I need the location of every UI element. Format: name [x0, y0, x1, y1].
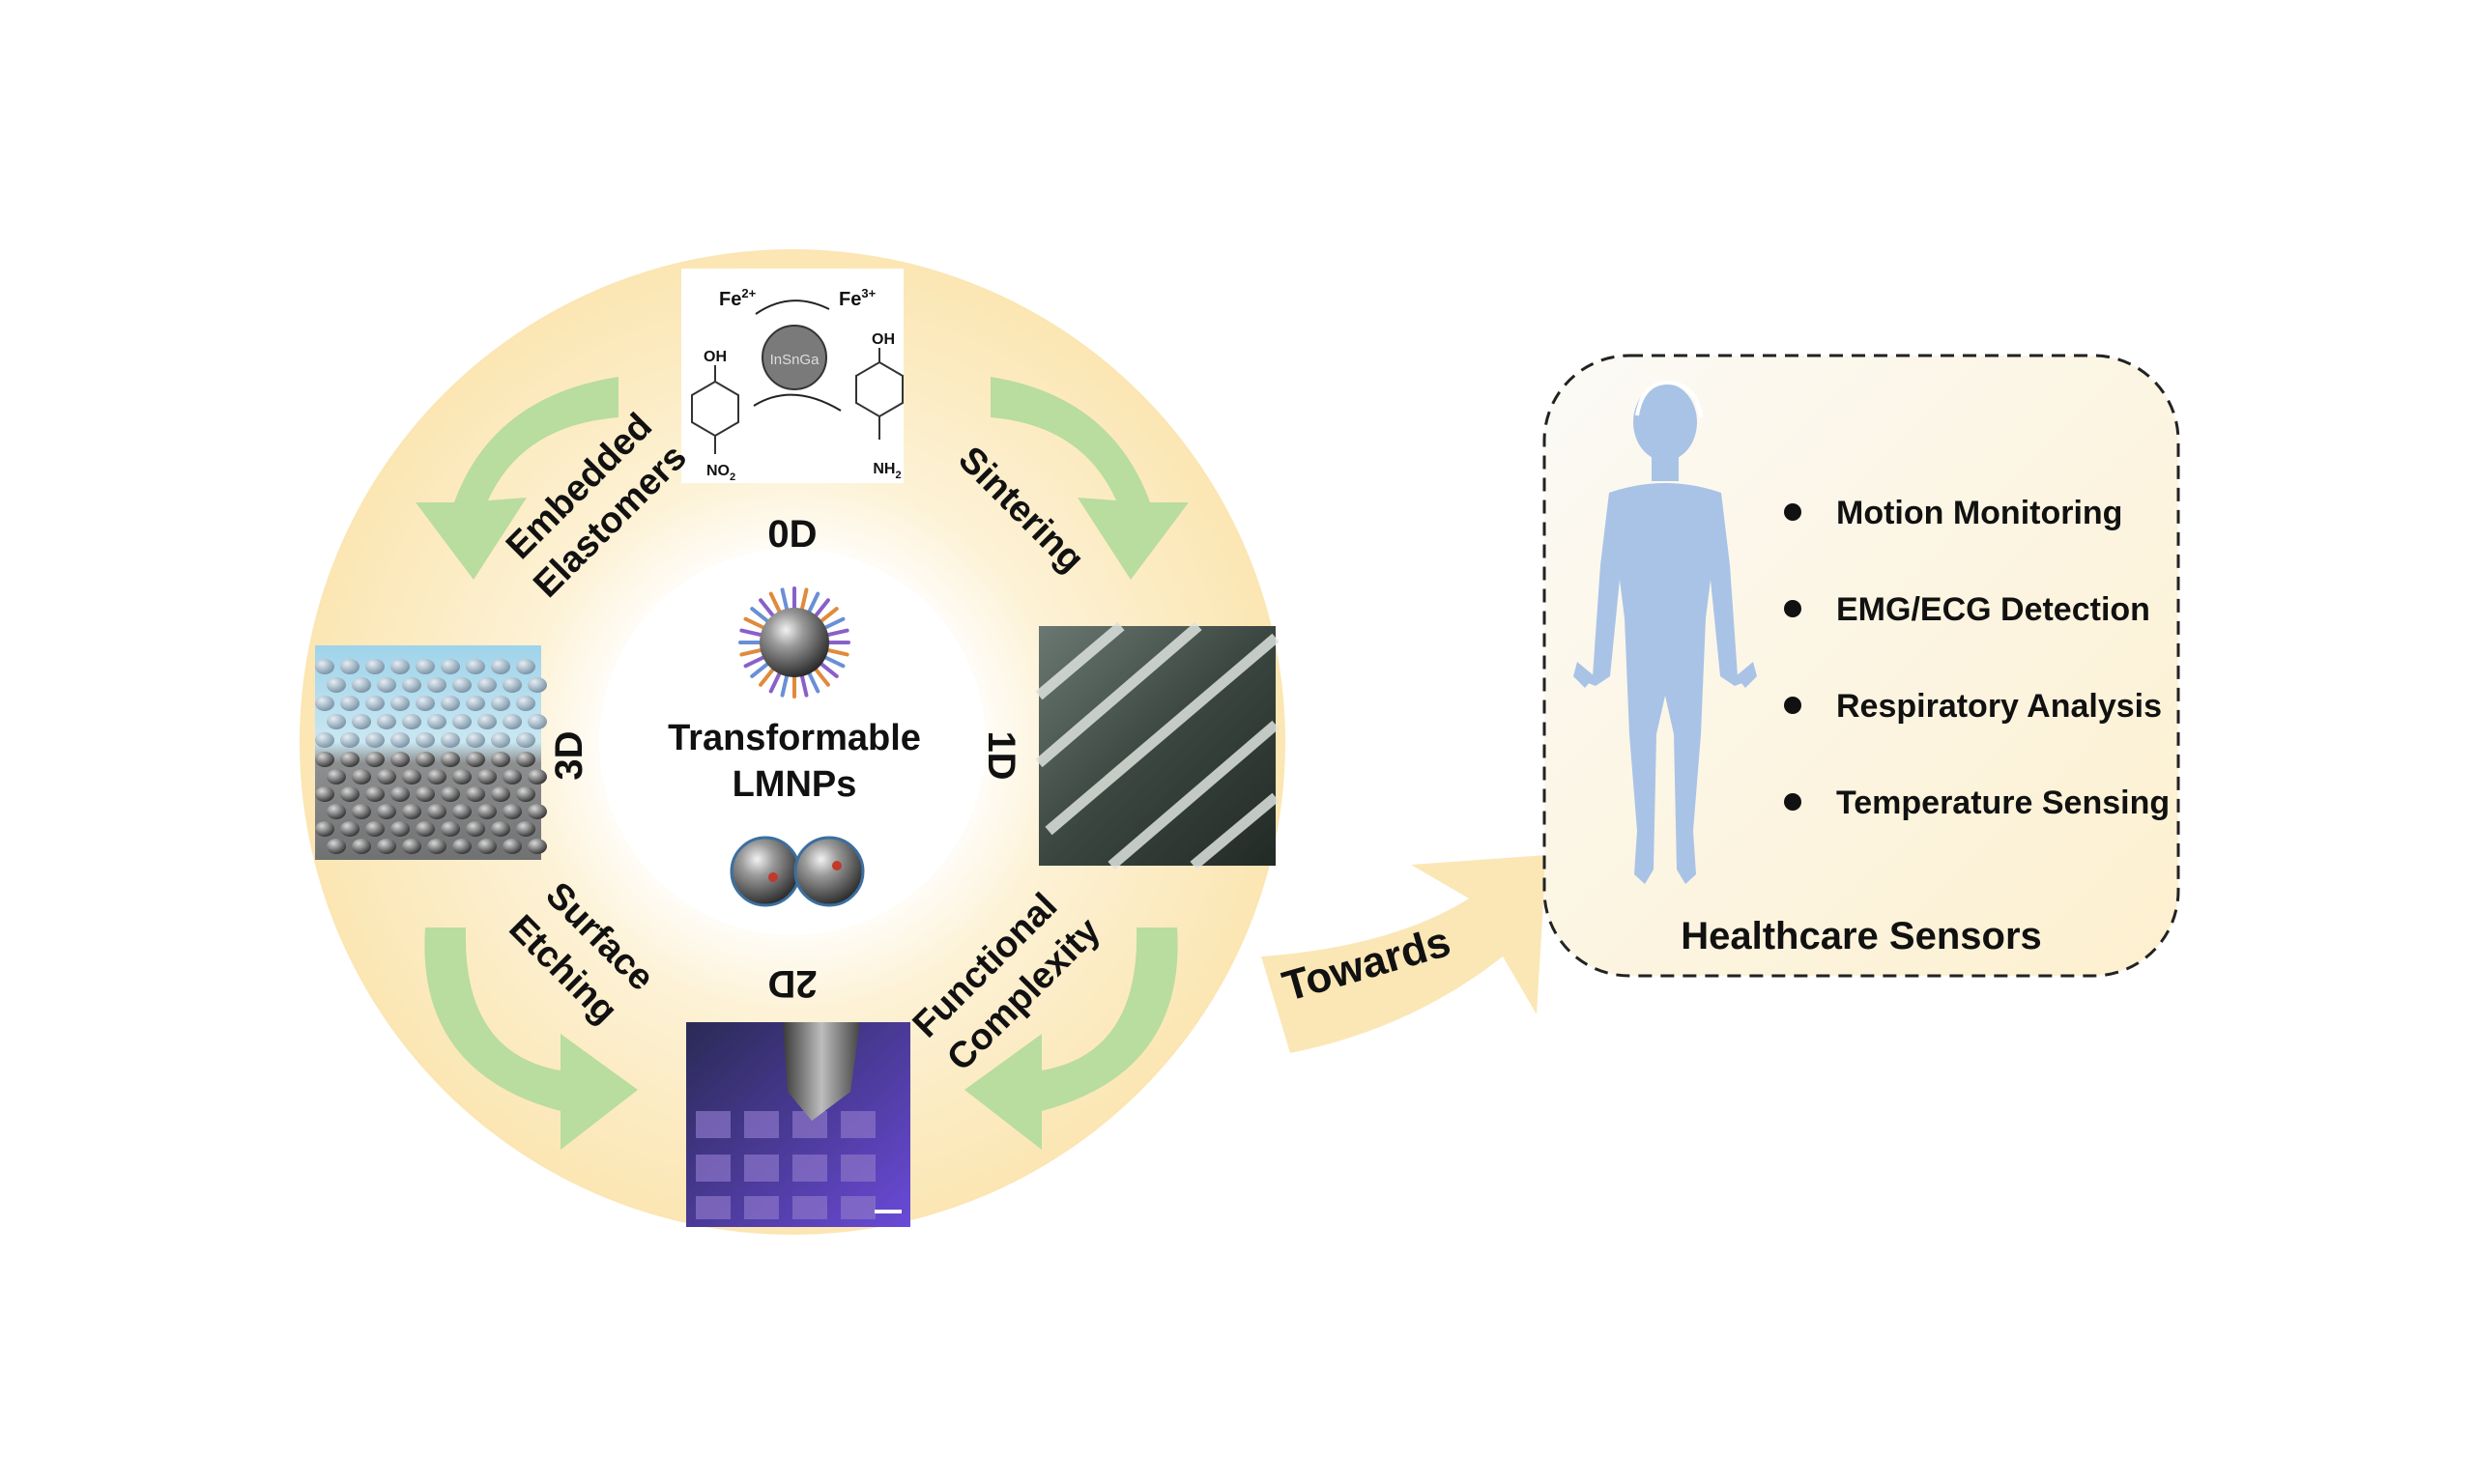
inner-circle: [599, 549, 986, 935]
label-1d: 1D: [980, 730, 1022, 780]
probe-tip: [783, 1022, 860, 1121]
sphere-icon: [760, 608, 829, 677]
bullet-icon: [1784, 503, 1801, 521]
no2-label: NO2: [706, 463, 735, 483]
towards-arrow: [1261, 855, 1546, 1053]
bullet-icon: [1784, 793, 1801, 811]
human-body-icon: [1573, 384, 1757, 884]
arrow-embedded: [416, 377, 618, 580]
bullet-icon: [1784, 697, 1801, 714]
catalyst-sphere: [762, 325, 827, 390]
nh2-label: NH2: [873, 461, 901, 481]
sensor-list: Motion Monitoring EMG/ECG Detection Resp…: [1784, 495, 2170, 821]
label-3d: 3D: [548, 730, 590, 780]
process-arrows: [416, 377, 1189, 1150]
fe3-label: Fe3+: [839, 286, 877, 310]
sensor-item-respiratory: Respiratory Analysis: [1836, 688, 2162, 725]
fe2-label: Fe2+: [719, 286, 757, 310]
center-title-line2: LMNPs: [733, 764, 857, 805]
sphere-left-icon: [730, 836, 801, 907]
center-title-line1: Transformable: [668, 718, 921, 758]
label-2d: 2D: [767, 962, 817, 1005]
lmnp-sphere-top: [738, 586, 850, 699]
image-3d-composite: [315, 645, 547, 860]
sensors-title: Healthcare Sensors: [1681, 915, 2042, 957]
image-1d-fibers: [1035, 621, 1280, 870]
brain-icon: [1635, 380, 1703, 418]
image-0d-catalysis: Fe2+ Fe3+ InSnGa OH NO2 OH NH2: [681, 269, 904, 483]
lmnp-spheres-bottom: [730, 836, 865, 907]
image-2d-patterning: [686, 1022, 910, 1227]
label-0d: 0D: [767, 513, 817, 556]
sensor-item-emg-ecg: EMG/ECG Detection: [1836, 591, 2150, 628]
arrow-functional: [964, 928, 1178, 1150]
catalyst-label: InSnGa: [770, 352, 820, 368]
sphere-right-icon: [793, 836, 865, 907]
sensor-item-temperature: Temperature Sensing: [1836, 785, 2170, 821]
oh-right-label: OH: [872, 331, 895, 348]
arrow-surface: [424, 928, 638, 1150]
sensor-item-motion: Motion Monitoring: [1836, 495, 2122, 531]
arrow-sintering: [991, 377, 1189, 580]
bullet-icon: [1784, 600, 1801, 617]
oh-left-label: OH: [704, 349, 727, 365]
